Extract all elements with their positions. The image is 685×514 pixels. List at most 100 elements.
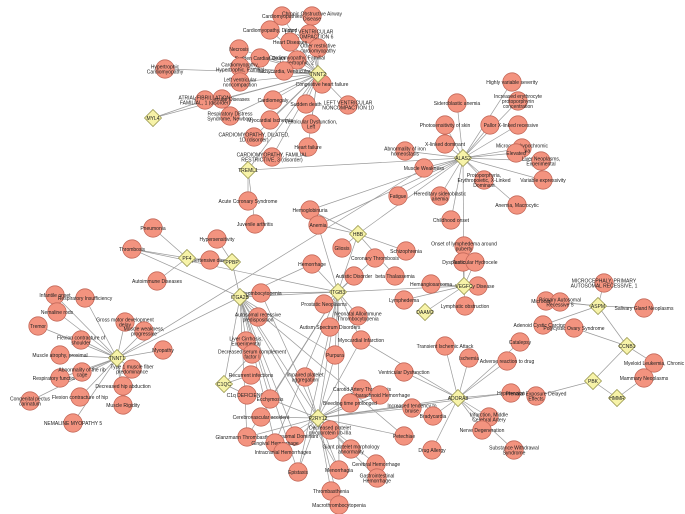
disease-node-circle[interactable] — [299, 24, 319, 44]
disease-node-circle[interactable] — [230, 72, 250, 92]
gene-node-treml1[interactable]: TREML1 — [238, 160, 258, 180]
disease-node-circle[interactable] — [533, 315, 553, 335]
gene-node-ccnb1[interactable]: CCNB1 — [617, 336, 637, 356]
disease-node-flexion-contracture-of-hip[interactable]: Flexion contracture of hip — [52, 387, 108, 407]
disease-node-circle[interactable] — [338, 95, 358, 115]
disease-node-petechiae[interactable]: Petechiae — [393, 426, 415, 446]
disease-node-sudden-cardiac-death[interactable]: Sudden Cardiac Death — [235, 48, 286, 68]
gene-node-pf4[interactable]: PF4 — [177, 248, 197, 268]
disease-node-circle[interactable] — [220, 106, 240, 126]
disease-node-circle[interactable] — [385, 266, 405, 286]
gene-diamond[interactable] — [222, 252, 242, 272]
disease-node-salivary-gland-neoplasms[interactable]: Salivary Gland Neoplasms — [615, 298, 674, 318]
disease-node-respiratory-function-loss[interactable]: Respiratory function loss — [33, 368, 88, 388]
disease-node-circle[interactable] — [50, 368, 70, 388]
disease-node-circle[interactable] — [531, 151, 551, 171]
disease-node-circle[interactable] — [508, 91, 528, 111]
gene-diamond[interactable] — [177, 248, 197, 268]
disease-node-circle[interactable] — [634, 368, 654, 388]
disease-node-circle[interactable] — [423, 406, 443, 426]
disease-node-circle[interactable] — [244, 127, 264, 147]
disease-node-thrombocytopenia[interactable]: Thrombocytopenia — [240, 283, 282, 303]
gene-node-aspm[interactable]: ASPM — [588, 296, 608, 316]
gene-diamond[interactable] — [230, 287, 250, 307]
disease-node-circle[interactable] — [115, 312, 135, 332]
disease-node-circle[interactable] — [396, 241, 416, 261]
disease-node-circle[interactable] — [320, 317, 340, 337]
disease-node-circle[interactable] — [459, 348, 479, 368]
disease-node-circle[interactable] — [594, 273, 614, 293]
disease-node-thrombosis[interactable]: Thrombosis — [119, 239, 146, 259]
gene-diamond[interactable] — [583, 371, 603, 391]
disease-node-circle[interactable] — [122, 239, 142, 259]
gene-node-c1qc[interactable]: C1QC — [214, 374, 234, 394]
disease-node-polycystic-ovary-syndrome[interactable]: Polycystic Ovary Syndrome — [543, 318, 605, 338]
gene-diamond[interactable] — [107, 348, 127, 368]
disease-node-hemoglobinuria[interactable]: Hemoglobinuria — [292, 200, 328, 220]
gene-diamond[interactable] — [448, 388, 468, 408]
disease-node-hypersensitivity[interactable]: Hypersensitivity — [199, 229, 235, 249]
disease-node-circle[interactable] — [153, 340, 173, 360]
disease-node-circle[interactable] — [245, 214, 265, 234]
disease-node-circle[interactable] — [71, 330, 91, 350]
disease-node-circle[interactable] — [394, 362, 414, 382]
disease-node-circle[interactable] — [480, 115, 500, 135]
disease-node-glanzmann-thrombasthenia[interactable]: Glanzmann Thrombasthenia — [216, 427, 279, 447]
disease-node-circle[interactable] — [533, 170, 553, 190]
gene-diamond[interactable] — [308, 408, 328, 428]
disease-node-cardiovascular-diseases[interactable]: Cardiovascular Diseases — [194, 89, 250, 109]
disease-node-circle[interactable] — [122, 359, 142, 379]
disease-node-x-linked-dominant[interactable]: X-linked dominant — [425, 134, 466, 154]
disease-node-lymphatic-obstruction[interactable]: Lymphatic obstruction — [441, 296, 490, 316]
disease-node-mammary-neoplasms[interactable]: Mammary Neoplasms — [620, 368, 669, 388]
disease-node-circle[interactable] — [147, 271, 167, 291]
disease-node-childhood-onset[interactable]: Childhood onset — [433, 210, 470, 230]
gene-node-ppbp[interactable]: PPBP — [222, 252, 242, 272]
disease-node-circle[interactable] — [394, 290, 414, 310]
disease-node-circle[interactable] — [207, 229, 227, 249]
disease-node-circle[interactable] — [634, 298, 654, 318]
disease-node-schizophrenia[interactable]: Schizophrenia — [390, 241, 422, 261]
disease-node-testicular-hydrocele[interactable]: Testicular Hydrocele — [452, 252, 498, 272]
disease-node-circle[interactable] — [260, 389, 280, 409]
disease-node-circle[interactable] — [287, 50, 307, 70]
disease-node-circle[interactable] — [285, 426, 305, 446]
disease-node-adenoid-cystic-carcinoma[interactable]: Adenoid Cystic Carcinoma — [514, 315, 573, 335]
disease-node-heart-diseases[interactable]: Heart Diseases — [273, 32, 308, 52]
disease-node-tachycardia-ventricular[interactable]: Tachycardia, Ventricular — [257, 61, 311, 81]
disease-node-hemorrhage[interactable]: Hemorrhage — [298, 254, 326, 274]
disease-node-juvenile-arthritis[interactable]: Juvenile arthritis — [237, 214, 274, 234]
disease-node-autoimmune-diseases[interactable]: Autoimmune Diseases — [132, 271, 183, 291]
disease-node-myocardial-ischemia[interactable]: Myocardial Ischemia — [247, 110, 293, 130]
disease-node-circle[interactable] — [295, 367, 315, 387]
disease-node-circle[interactable] — [367, 468, 387, 488]
disease-node-circle[interactable] — [504, 440, 524, 460]
disease-node-ecchymosis[interactable]: Ecchymosis — [257, 389, 284, 409]
disease-node-circle[interactable] — [242, 344, 262, 364]
disease-node-circle[interactable] — [352, 379, 372, 399]
disease-node-cardiomyopathies[interactable]: Cardiomyopathies — [262, 6, 303, 26]
disease-node-liver-neoplasms-experimental[interactable]: Liver Neoplasms,Experimental — [522, 151, 561, 171]
disease-node-circle[interactable] — [50, 345, 70, 365]
disease-node-ventricular-dysfunction[interactable]: Ventricular Dysfunction — [378, 362, 430, 382]
disease-node-circle[interactable] — [340, 393, 360, 413]
disease-node-circle[interactable] — [550, 292, 570, 312]
gene-node-pbk[interactable]: PBK — [583, 371, 603, 391]
disease-node-circle[interactable] — [308, 38, 328, 58]
disease-node-circle[interactable] — [414, 158, 434, 178]
gene-node-tnnt2[interactable]: TNNT2 — [308, 64, 328, 84]
disease-node-circle[interactable] — [344, 266, 364, 286]
disease-node-autism-spectrum-disorders[interactable]: Autism Spectrum Disorders — [300, 317, 361, 337]
disease-node-recurrent-infections[interactable]: Recurrent infections — [229, 365, 274, 385]
disease-node-circle[interactable] — [47, 302, 67, 322]
gene-diamond[interactable] — [617, 336, 637, 356]
